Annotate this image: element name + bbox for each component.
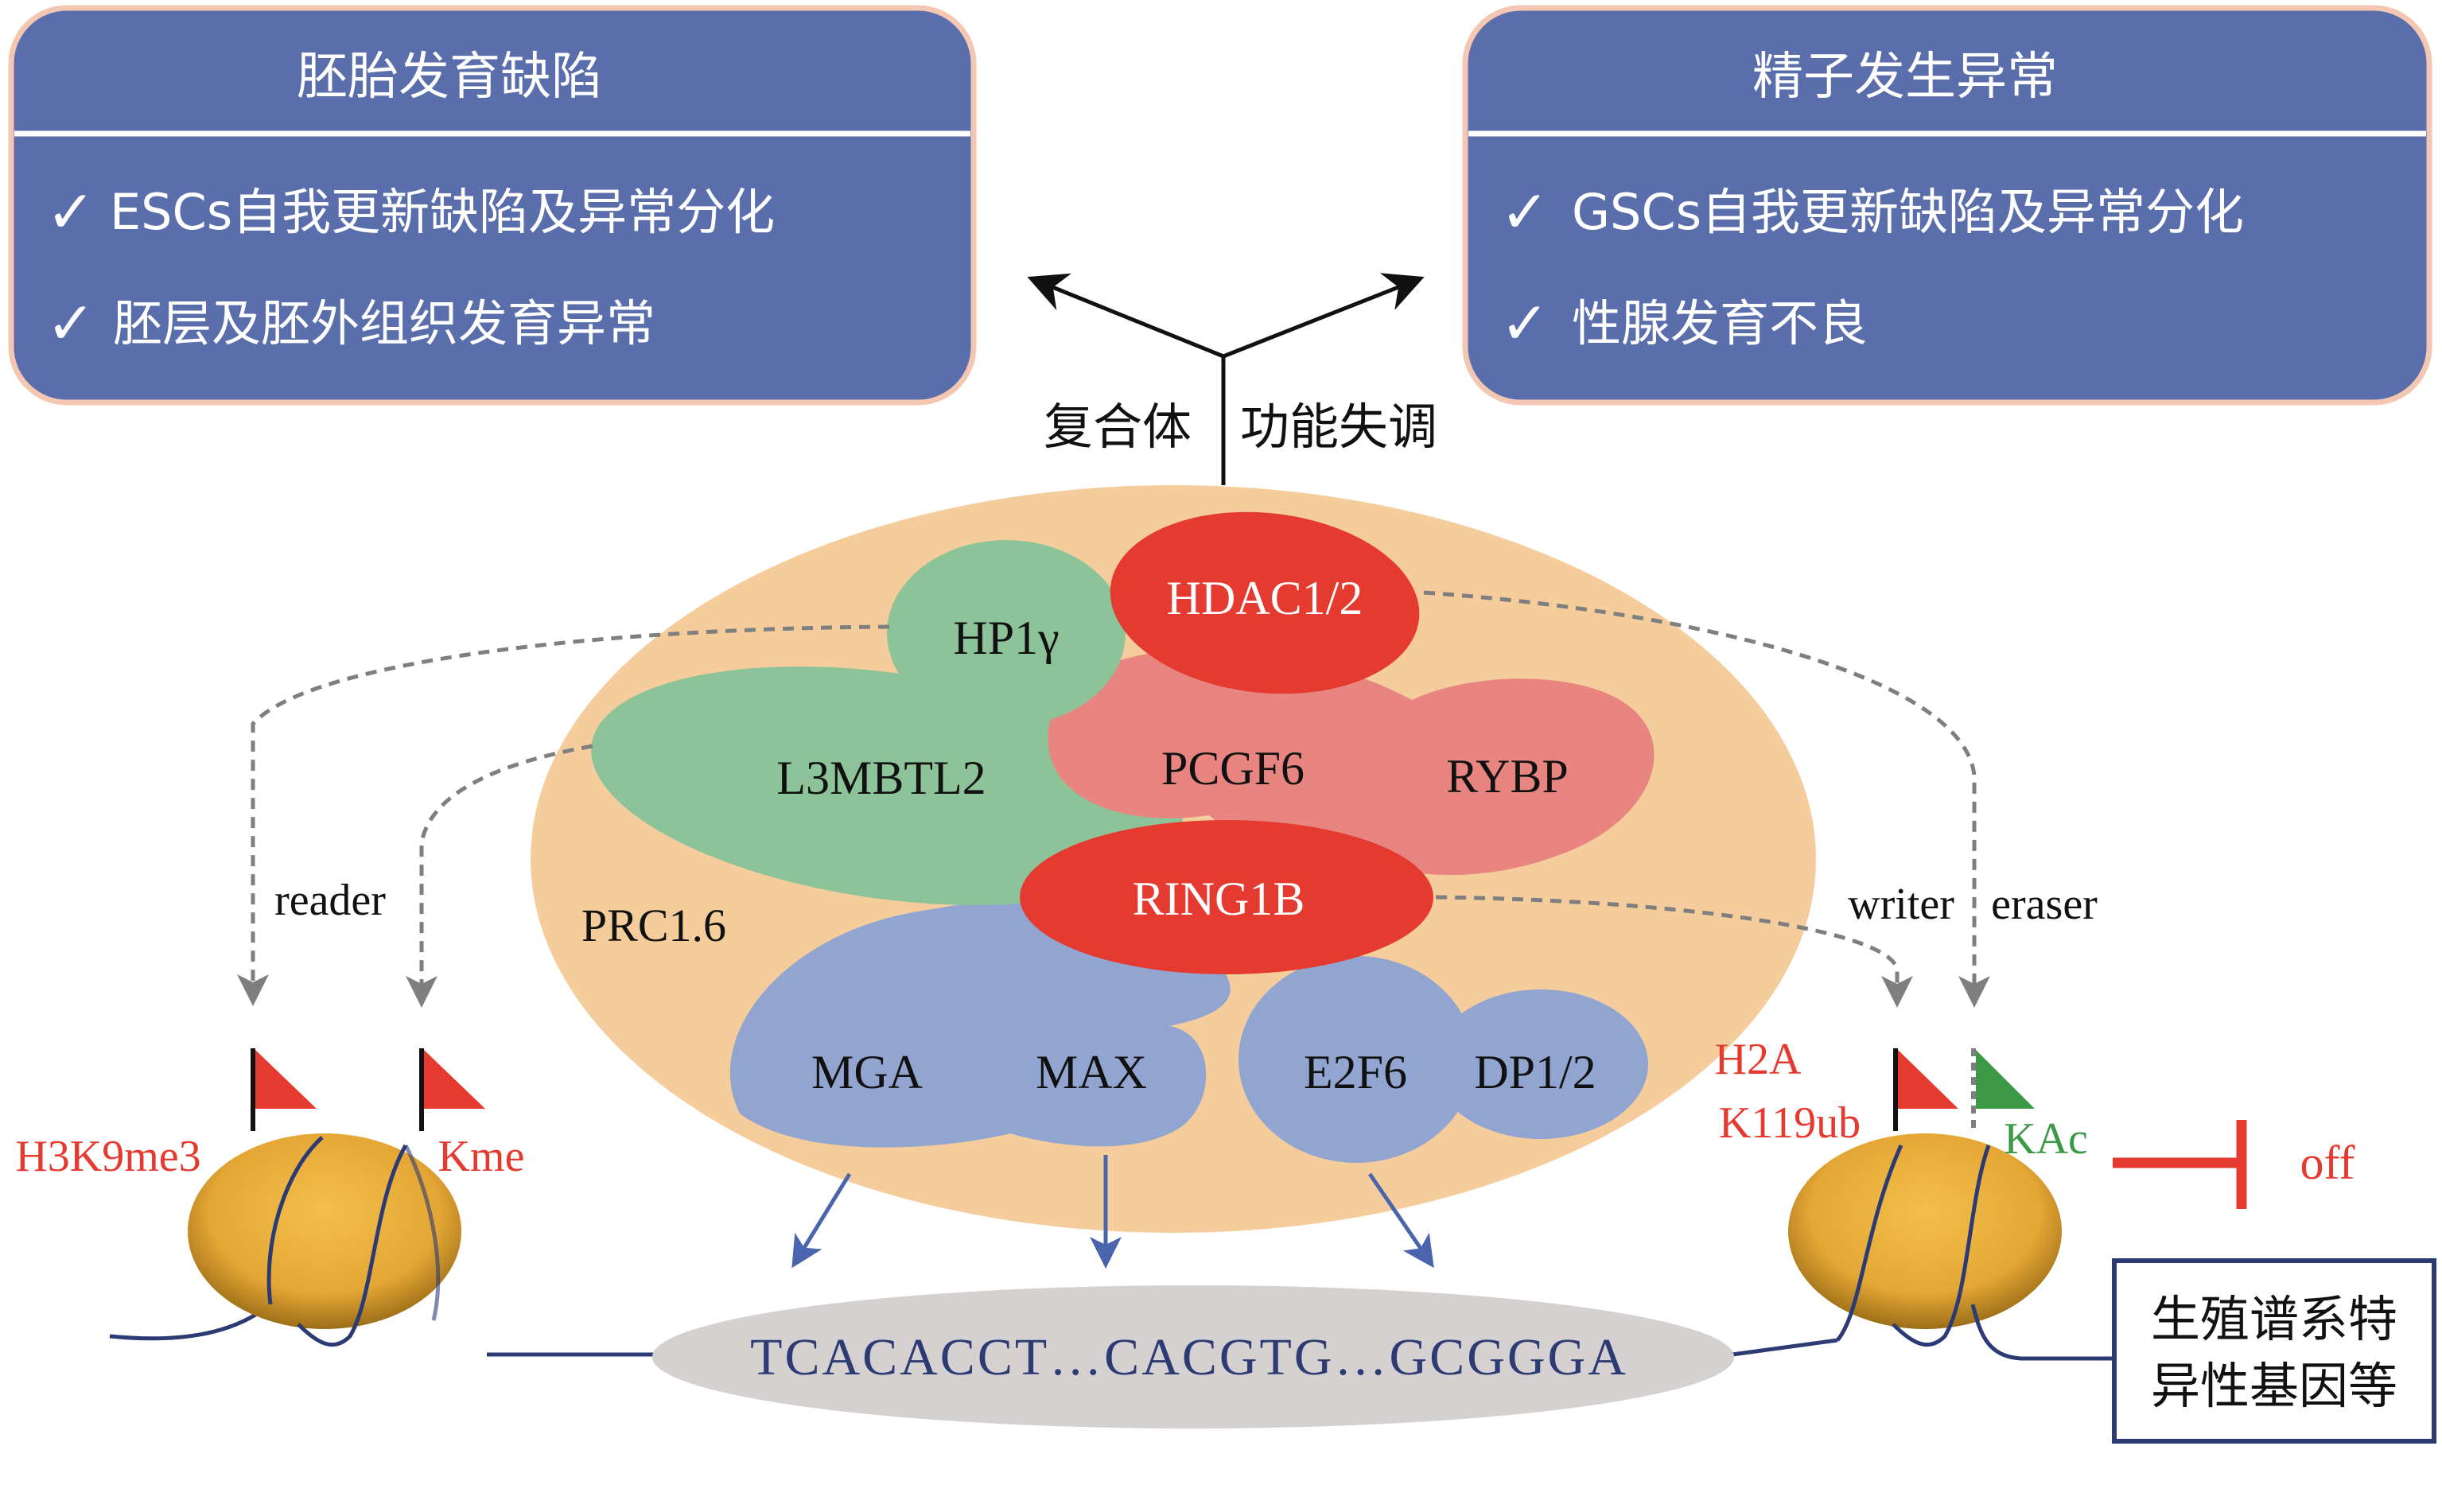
subunit-ring1b-label: RING1B: [1133, 873, 1305, 925]
subunit-ring1b: RING1B: [1020, 820, 1433, 974]
right-panel-item-2: 性腺发育不良: [1572, 294, 1868, 352]
prc16-complex: PRC1.6 MGA MAX E2F6 DP1/2 L3MBTL2 PCGF6 …: [531, 485, 1816, 1233]
subunit-mga-label: MGA: [811, 1046, 923, 1098]
mark-h3k9me3-label: H3K9me3: [15, 1132, 200, 1181]
subunit-hp1g: HP1γ: [887, 540, 1126, 726]
dna-sequence: TCACACCT…CACGTG…GCGGGA: [750, 1328, 1628, 1386]
subunit-max-label: MAX: [1036, 1046, 1147, 1098]
binding-arrows: [791, 1155, 1434, 1269]
reader-arrows: [237, 624, 890, 1008]
subunit-hdac: HDAC1/2: [1110, 511, 1420, 694]
target-gene-box: 生殖谱系特 异性基因等: [2112, 1258, 2436, 1444]
subunit-hdac-label: HDAC1/2: [1167, 572, 1363, 624]
left-phenotype-panel: 胚胎发育缺陷 ✓ ESCs自我更新缺陷及异常分化 ✓ 胚层及胚外组织发育异常: [8, 5, 977, 406]
subunit-l3mbtl2: L3MBTL2: [591, 667, 1183, 905]
flag-icon: [1898, 1050, 1958, 1109]
dna-region: TCACACCT…CACGTG…GCGGGA: [487, 1285, 1838, 1428]
check-icon: ✓: [1500, 292, 1550, 357]
role-writer-label: writer: [1848, 880, 1954, 929]
left-nucleosome: H3K9me3 Kme: [15, 1048, 525, 1347]
flag-icon: [255, 1050, 317, 1109]
subunit-dp-label: DP1/2: [1474, 1046, 1596, 1098]
flag-icon: [1976, 1050, 2035, 1109]
subunit-pcgf6-rybp: PCGF6 RYBP: [1048, 650, 1655, 876]
right-nucleosome: H2A K119ub KAc: [1715, 1035, 2116, 1361]
role-eraser-label: eraser: [1991, 880, 2098, 929]
complex-name: PRC1.6: [581, 900, 726, 951]
dysfunction-arrows: 复合体 功能失调: [1027, 273, 1437, 485]
check-icon: ✓: [46, 292, 95, 357]
flag-icon: [424, 1050, 485, 1109]
dysfunction-label-left: 复合体: [1044, 398, 1192, 456]
target-gene-line2: 异性基因等: [2151, 1357, 2397, 1415]
off-indicator: off: [2113, 1120, 2355, 1209]
right-panel-item-1: GSCs自我更新缺陷及异常分化: [1572, 183, 2244, 241]
subunit-rybp-label: RYBP: [1446, 750, 1568, 803]
subunit-hp1g-label: HP1γ: [953, 612, 1059, 664]
subunit-e2f6-label: E2F6: [1304, 1046, 1407, 1098]
left-panel-item-2: 胚层及胚外组织发育异常: [113, 294, 655, 352]
mark-kac-label: KAc: [2004, 1114, 2088, 1164]
mark-h2a-label-line1: H2A: [1715, 1035, 1802, 1084]
right-phenotype-panel: 精子发生异常 ✓ GSCs自我更新缺陷及异常分化 ✓ 性腺发育不良: [1462, 5, 2432, 406]
mark-kme-label: Kme: [438, 1132, 525, 1181]
mark-h2a-label-line2: K119ub: [1719, 1098, 1861, 1148]
subunit-pcgf6-label: PCGF6: [1161, 742, 1305, 795]
target-gene-line1: 生殖谱系特: [2151, 1290, 2397, 1348]
off-label: off: [2300, 1137, 2355, 1189]
subunit-dp: [1433, 989, 1648, 1139]
dysfunction-label-right: 功能失调: [1240, 398, 1437, 456]
left-panel-item-1: ESCs自我更新缺陷及异常分化: [110, 183, 775, 241]
role-reader-label: reader: [274, 876, 386, 925]
writer-eraser-arrows: [1423, 590, 1990, 1008]
left-panel-title: 胚胎发育缺陷: [297, 48, 602, 107]
check-icon: ✓: [46, 181, 95, 246]
subunit-e2f6: [1238, 956, 1474, 1163]
check-icon: ✓: [1500, 181, 1550, 246]
right-panel-title: 精子发生异常: [1752, 48, 2058, 107]
subunit-l3mbtl2-label: L3MBTL2: [776, 752, 986, 804]
